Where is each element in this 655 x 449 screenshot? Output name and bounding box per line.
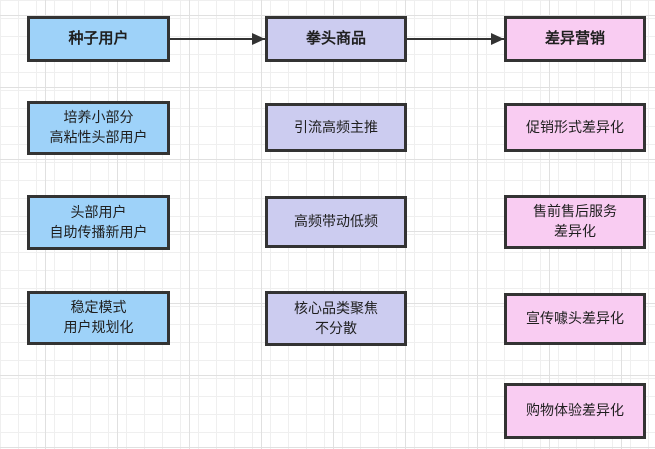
arrow-seed-to-product (170, 33, 265, 45)
header-differentiated-marketing: 差异营销 (504, 16, 646, 62)
node-flagship-products-2: 高频带动低频 (265, 196, 407, 248)
node-differentiated-marketing-4: 购物体验差异化 (504, 383, 646, 439)
node-seed-users-1: 培养小部分 高粘性头部用户 (27, 101, 170, 155)
node-differentiated-marketing-1: 促销形式差异化 (504, 103, 646, 152)
node-flagship-products-3: 核心品类聚焦 不分散 (265, 291, 407, 346)
node-seed-users-2: 头部用户 自助传播新用户 (27, 195, 170, 250)
node-seed-users-3: 稳定模式 用户规划化 (27, 291, 170, 345)
header-seed-users: 种子用户 (27, 16, 170, 62)
node-differentiated-marketing-2: 售前售后服务 差异化 (504, 195, 646, 249)
node-differentiated-marketing-3: 宣传噱头差异化 (504, 293, 646, 345)
arrow-product-to-marketing (407, 33, 504, 45)
node-flagship-products-1: 引流高频主推 (265, 103, 407, 152)
header-flagship-products: 拳头商品 (265, 16, 407, 62)
